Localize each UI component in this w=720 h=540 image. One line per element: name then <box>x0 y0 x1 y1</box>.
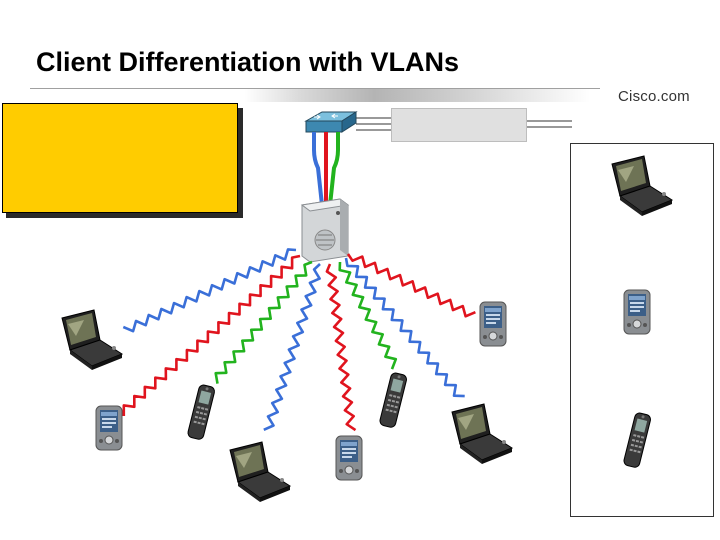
laptop-icon <box>451 403 513 465</box>
wired-trunk-lines <box>356 117 572 131</box>
wireless-links <box>122 248 476 432</box>
pda-icon <box>479 301 507 347</box>
wireless-link-red <box>325 263 357 432</box>
wireless-link-blue <box>344 257 465 398</box>
pda-icon <box>335 435 363 481</box>
laptop-icon <box>229 441 291 503</box>
legend-laptop-icon <box>611 155 673 217</box>
laptop-icon <box>61 309 123 371</box>
wireless-link-red <box>346 253 476 318</box>
legend-ip-phone-icon <box>622 411 653 469</box>
wireless-ip-phone-icon <box>378 371 409 429</box>
wired-network-box <box>391 108 527 142</box>
switch-icon <box>304 111 358 133</box>
title-underline <box>0 88 720 102</box>
access-point-icon <box>300 198 350 263</box>
vlan-wired-links <box>312 132 340 206</box>
pda-icon <box>95 405 123 451</box>
wireless-link-green <box>338 261 398 370</box>
wireless-ip-phone-icon <box>186 383 217 441</box>
slide-title: Client Differentiation with VLANs <box>36 47 460 77</box>
wireless-link-blue <box>122 248 297 333</box>
callout-box <box>2 103 238 213</box>
legend-pda-icon <box>623 289 651 335</box>
wireless-link-red <box>122 254 301 416</box>
wireless-link-green <box>214 260 313 384</box>
wireless-link-blue <box>263 263 321 431</box>
cisco-brand-label: Cisco.com <box>618 88 690 105</box>
